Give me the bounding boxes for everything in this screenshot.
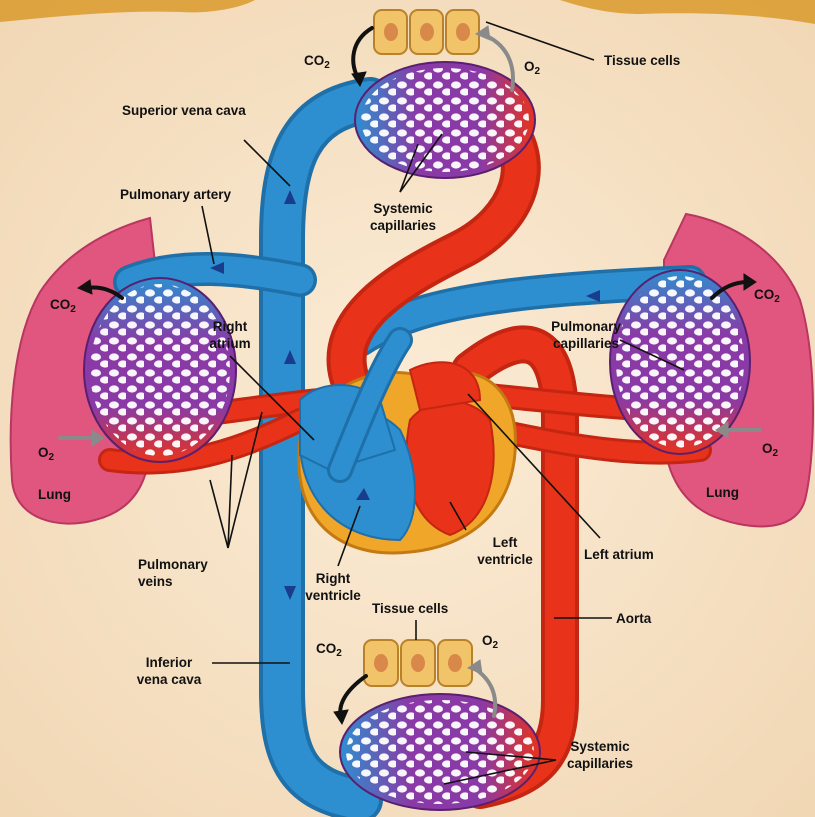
- label-lung-right: Lung: [706, 484, 739, 501]
- label-left-atrium: Left atrium: [584, 546, 654, 563]
- co2-right-text: CO: [754, 287, 774, 302]
- o2-left-sub: 2: [49, 452, 55, 463]
- label-o2-bottom: O2: [482, 632, 498, 654]
- label-lung-left: Lung: [38, 486, 71, 503]
- systemic-capillaries-top-line2: capillaries: [362, 217, 444, 234]
- systemic-capillaries-bottom-line2: capillaries: [558, 755, 642, 772]
- left-ventricle-line2: ventricle: [470, 551, 540, 568]
- o2-right-sub: 2: [773, 448, 779, 459]
- pulmonary-veins-line2: veins: [138, 573, 208, 590]
- systemic-capillaries-top-bed: [355, 62, 535, 178]
- co2-left-sub: 2: [70, 304, 76, 315]
- o2-left-text: O: [38, 445, 49, 460]
- label-pulmonary-capillaries: Pulmonary capillaries: [540, 318, 632, 352]
- inferior-vena-cava-line2: vena cava: [124, 671, 214, 688]
- co2-right-sub: 2: [774, 294, 780, 305]
- label-right-ventricle: Right ventricle: [300, 570, 366, 604]
- label-systemic-capillaries-top: Systemic capillaries: [362, 200, 444, 234]
- o2-bottom-text: O: [482, 633, 493, 648]
- label-superior-vena-cava: Superior vena cava: [122, 102, 246, 119]
- label-o2-right-lung: O2: [762, 440, 778, 462]
- pulmonary-veins-line1: Pulmonary: [138, 556, 208, 573]
- o2-right-text: O: [762, 441, 773, 456]
- inferior-vena-cava-line1: Inferior: [124, 654, 214, 671]
- label-o2-left-lung: O2: [38, 444, 54, 466]
- right-atrium-line1: Right: [204, 318, 256, 335]
- right-ventricle-line2: ventricle: [300, 587, 366, 604]
- pulmonary-capillaries-right-bed: [610, 270, 750, 454]
- systemic-capillaries-bottom-line1: Systemic: [558, 738, 642, 755]
- label-inferior-vena-cava: Inferior vena cava: [124, 654, 214, 688]
- co2-top-sub: 2: [324, 60, 330, 71]
- o2-top-text: O: [524, 59, 535, 74]
- label-co2-bottom: CO2: [316, 640, 342, 662]
- systemic-capillaries-bottom-bed: [340, 694, 540, 810]
- co2-bottom-text: CO: [316, 641, 336, 656]
- right-atrium-line2: atrium: [204, 335, 256, 352]
- o2-top-sub: 2: [535, 66, 541, 77]
- systemic-capillaries-top-line1: Systemic: [362, 200, 444, 217]
- label-tissue-cells-bottom: Tissue cells: [372, 600, 448, 617]
- left-ventricle-line1: Left: [470, 534, 540, 551]
- label-left-ventricle: Left ventricle: [470, 534, 540, 568]
- pulmonary-capillaries-line1: Pulmonary: [540, 318, 632, 335]
- tissue-cells-bottom-group: [364, 640, 472, 686]
- label-aorta: Aorta: [616, 610, 651, 627]
- tissue-cells-top-group: [374, 10, 479, 54]
- co2-left-text: CO: [50, 297, 70, 312]
- pulmonary-capillaries-left-bed: [84, 278, 236, 462]
- label-co2-right-lung: CO2: [754, 286, 780, 308]
- label-pulmonary-artery: Pulmonary artery: [120, 186, 231, 203]
- co2-bottom-sub: 2: [336, 648, 342, 659]
- pulmonary-capillaries-line2: capillaries: [540, 335, 632, 352]
- right-ventricle-line1: Right: [300, 570, 366, 587]
- label-tissue-cells-top: Tissue cells: [604, 52, 680, 69]
- o2-bottom-sub: 2: [493, 640, 499, 651]
- label-co2-left-lung: CO2: [50, 296, 76, 318]
- co2-top-text: CO: [304, 53, 324, 68]
- label-right-atrium: Right atrium: [204, 318, 256, 352]
- label-pulmonary-veins: Pulmonary veins: [138, 556, 208, 590]
- label-co2-top: CO2: [304, 52, 330, 74]
- label-o2-top: O2: [524, 58, 540, 80]
- label-systemic-capillaries-bottom: Systemic capillaries: [558, 738, 642, 772]
